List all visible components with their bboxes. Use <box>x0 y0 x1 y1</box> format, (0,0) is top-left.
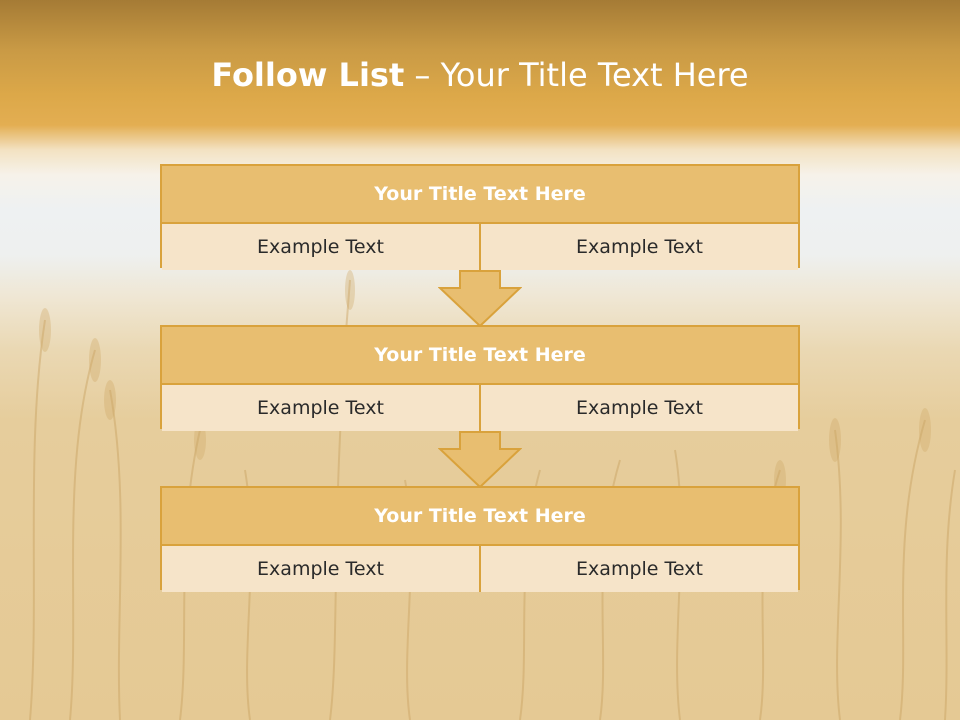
step-box-cell-right: Example Text <box>479 385 798 431</box>
arrow-down-icon <box>438 431 522 489</box>
step-box-1: Your Title Text Here Example Text Exampl… <box>160 164 800 270</box>
step-box-cell-right: Example Text <box>479 224 798 270</box>
step-box-3: Your Title Text Here Example Text Exampl… <box>160 486 800 592</box>
step-box-row: Example Text Example Text <box>162 224 798 270</box>
step-box-cell-left: Example Text <box>162 546 479 592</box>
step-box-cell-right: Example Text <box>479 546 798 592</box>
arrow-down-icon <box>438 270 522 328</box>
slide-title-bold: Follow List <box>211 56 405 94</box>
step-box-cell-left: Example Text <box>162 385 479 431</box>
step-box-title: Your Title Text Here <box>162 488 798 546</box>
step-box-row: Example Text Example Text <box>162 385 798 431</box>
step-box-title: Your Title Text Here <box>162 327 798 385</box>
step-box-2: Your Title Text Here Example Text Exampl… <box>160 325 800 431</box>
step-box-row: Example Text Example Text <box>162 546 798 592</box>
step-box-title: Your Title Text Here <box>162 166 798 224</box>
step-box-cell-left: Example Text <box>162 224 479 270</box>
slide-title: Follow List – Your Title Text Here <box>0 52 960 98</box>
slide-title-rest: – Your Title Text Here <box>404 56 749 94</box>
